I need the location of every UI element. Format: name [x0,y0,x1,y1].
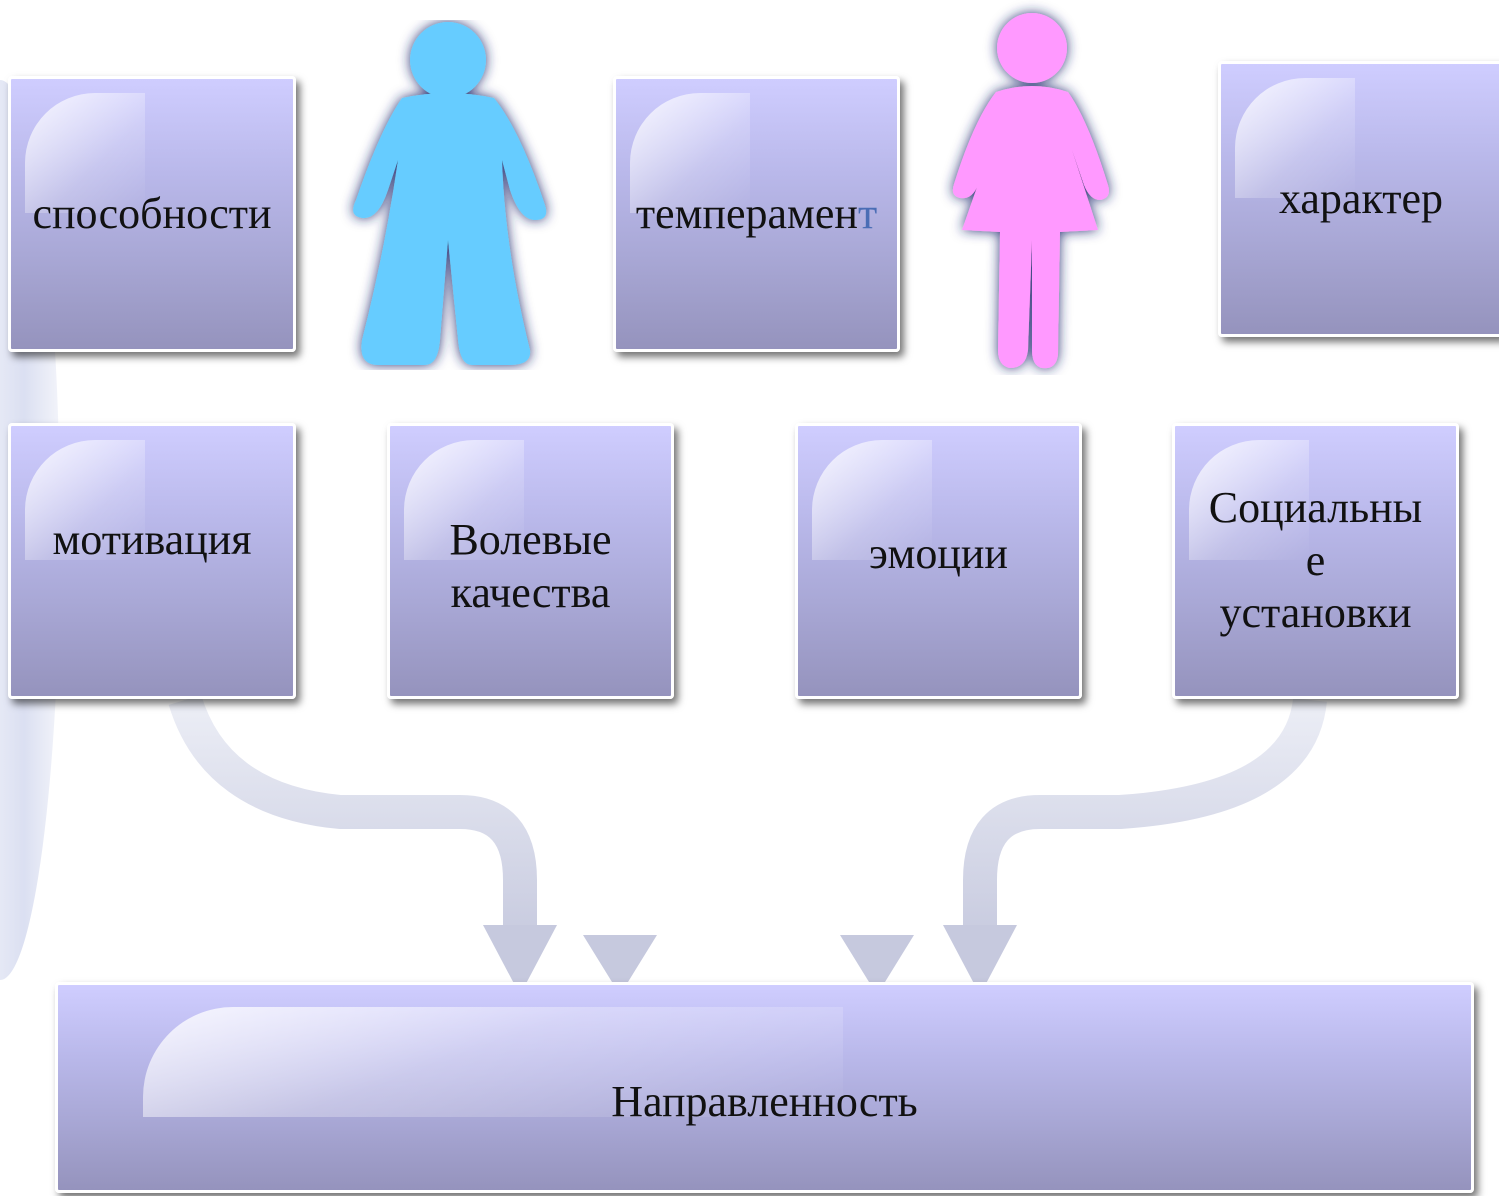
box-emotions: эмоции [795,423,1082,699]
male-figure-icon [353,22,547,365]
label-character: характер [1278,173,1444,223]
box-social-attitudes: Социальны е установки [1172,423,1459,699]
arrowhead-1 [483,925,557,995]
arrow-social [963,697,1327,930]
box-abilities: способности [8,76,296,352]
label-emotions: эмоции [869,529,1008,578]
arrowhead-4 [943,925,1017,995]
box-temperament: темперамент [613,76,900,352]
box-volitional-qualities: Волевые качества [387,423,674,699]
label-orientation: Направленность [611,1077,918,1127]
arrowhead-3 [840,935,914,995]
label-social-line1: Социальны [1208,482,1423,532]
label-social-line2: е [1305,535,1326,585]
arrowhead-2 [583,935,657,995]
label-abilities: способности [32,188,272,238]
label-temperament-main: темперамен [635,188,858,238]
box-motivation: мотивация [8,423,296,699]
box-orientation: Направленность [55,982,1474,1193]
label-social-attitudes: Социальны е установки [1209,482,1423,640]
label-temperament: темперамент [636,188,877,241]
box-character: характер [1218,61,1499,337]
label-temperament-tail: т [857,188,878,238]
label-volitional-line2: качества [450,567,611,617]
arrow-motivation [168,694,537,930]
label-volitional-line1: Волевые [449,515,612,564]
label-motivation: мотивация [52,515,252,564]
female-figure-icon [952,13,1109,369]
label-volitional-qualities: Волевые качества [449,514,611,620]
label-social-line3: установки [1219,588,1412,638]
